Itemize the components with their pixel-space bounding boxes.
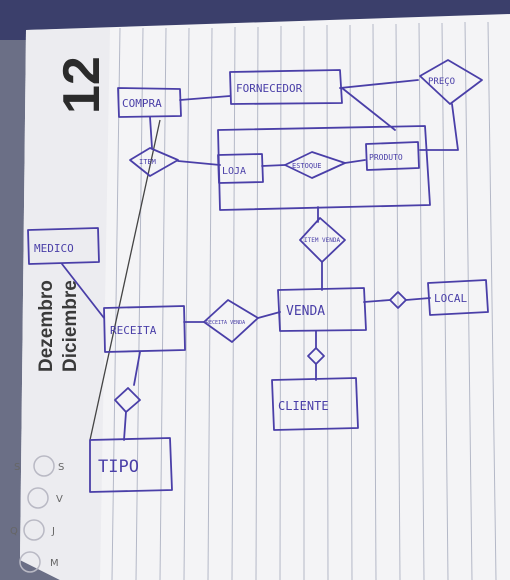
entity-loja-shape bbox=[217, 153, 264, 184]
label-local: LOCAL bbox=[434, 292, 467, 305]
label-preco: PREÇO bbox=[428, 77, 455, 87]
label-receita-venda: RECEITA VENDA bbox=[206, 320, 245, 326]
label-compra: COMPRA bbox=[122, 97, 162, 110]
entity-fornecedor-shape bbox=[229, 69, 343, 105]
weekday-m: M bbox=[50, 558, 59, 569]
relationship-preco-shape bbox=[419, 59, 483, 105]
entity-venda-shape bbox=[277, 287, 367, 332]
weekday-s-2: S bbox=[14, 462, 20, 473]
entity-medico-shape bbox=[27, 227, 100, 265]
label-item-venda: ITEM VENDA bbox=[304, 237, 341, 244]
calendar-month-pt: Dezembro bbox=[36, 280, 57, 372]
weekday-q: Q bbox=[10, 526, 18, 537]
entity-produto-shape bbox=[365, 141, 420, 171]
entity-local-shape bbox=[427, 279, 489, 316]
relationship-item-venda-shape bbox=[299, 217, 346, 263]
label-fornecedor: FORNECEDOR bbox=[236, 82, 303, 95]
label-loja: LOJA bbox=[222, 166, 246, 177]
label-venda: VENDA bbox=[286, 304, 325, 319]
label-cliente: CLIENTE bbox=[278, 399, 329, 413]
relationship-item-shape bbox=[129, 147, 179, 177]
entity-receita-shape bbox=[103, 305, 186, 353]
label-tipo: TIPO bbox=[98, 457, 139, 477]
entity-tipo-shape bbox=[89, 437, 173, 493]
entity-cliente-shape bbox=[271, 377, 359, 431]
label-medico: MEDICO bbox=[34, 242, 74, 255]
label-item: ITEM bbox=[139, 158, 156, 166]
weekday-s-1: S bbox=[58, 462, 64, 473]
calendar-day-number: 12 bbox=[53, 56, 111, 114]
label-estoque: ESTOQUE bbox=[292, 162, 322, 170]
entity-compra-shape bbox=[117, 87, 182, 118]
weekday-v: V bbox=[56, 494, 63, 505]
label-produto: PRODUTO bbox=[369, 153, 403, 162]
label-receita: RECEITA bbox=[110, 324, 157, 337]
calendar-month-es: Diciembre bbox=[60, 280, 81, 372]
weekday-j: J bbox=[51, 526, 55, 537]
